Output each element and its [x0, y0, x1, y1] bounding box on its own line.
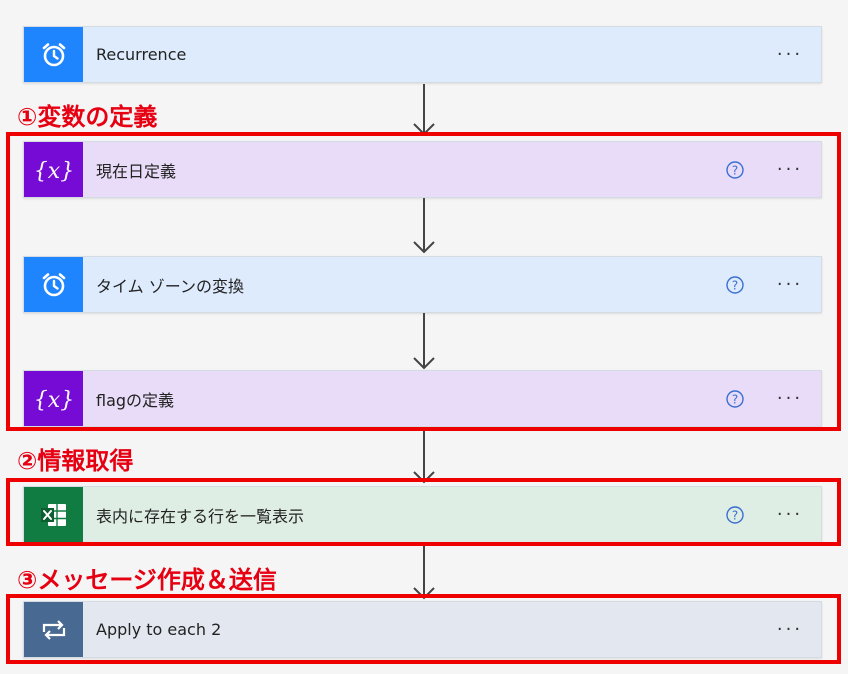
arrow-down-icon: [413, 313, 435, 370]
annotation-label-get-info: ②情報取得: [17, 447, 134, 475]
loop-icon: [42, 619, 65, 640]
more-options-button[interactable]: ···: [776, 44, 804, 65]
step-title: Apply to each 2: [96, 620, 222, 639]
svg-text:?: ?: [732, 508, 738, 522]
flow-step-recurrence[interactable]: Recurrence ···: [23, 26, 822, 83]
excel-icon: [40, 503, 66, 526]
step-title: 表内に存在する行を一覧表示: [96, 506, 305, 526]
alarm-clock-icon: [42, 272, 65, 296]
alarm-clock-icon: [42, 42, 65, 66]
step-title: flagの定義: [96, 390, 175, 410]
arrow-down-icon: [413, 84, 435, 136]
svg-text:{x}: {x}: [33, 388, 73, 413]
step-title: Recurrence: [96, 45, 187, 64]
step-icon-container: [24, 602, 83, 657]
svg-text:{x}: {x}: [33, 159, 73, 184]
help-icon: ?: [726, 505, 744, 524]
help-button[interactable]: ?: [725, 275, 745, 295]
svg-text:?: ?: [732, 392, 738, 406]
flow-step-current-date[interactable]: {x} 現在日定義 ? ···: [23, 141, 822, 198]
step-title: タイム ゾーンの変換: [96, 276, 244, 296]
step-title: 現在日定義: [96, 161, 177, 181]
help-icon: ?: [726, 389, 744, 408]
annotation-label-message-send: ③メッセージ作成＆送信: [17, 566, 277, 594]
svg-text:?: ?: [732, 278, 738, 292]
flow-step-apply-to-each[interactable]: Apply to each 2 ···: [23, 601, 822, 658]
variable-icon: {x}: [33, 388, 73, 413]
step-icon-container: [24, 487, 83, 542]
step-icon-container: {x}: [24, 142, 83, 197]
variable-icon: {x}: [33, 159, 73, 184]
arrow-down-icon: [413, 198, 435, 254]
flow-step-excel-list-rows[interactable]: 表内に存在する行を一覧表示 ? ···: [23, 486, 822, 543]
help-icon: ?: [726, 275, 744, 294]
step-icon-container: [24, 27, 83, 82]
help-button[interactable]: ?: [725, 389, 745, 409]
arrow-down-icon: [413, 427, 435, 484]
more-options-button[interactable]: ···: [776, 388, 804, 409]
step-icon-container: {x}: [24, 371, 83, 426]
svg-text:?: ?: [732, 163, 738, 177]
more-options-button[interactable]: ···: [776, 619, 804, 640]
help-button[interactable]: ?: [725, 160, 745, 180]
flow-step-flag-definition[interactable]: {x} flagの定義 ? ···: [23, 370, 822, 427]
more-options-button[interactable]: ···: [776, 274, 804, 295]
more-options-button[interactable]: ···: [776, 159, 804, 180]
annotation-label-variable-definition: ①変数の定義: [17, 103, 158, 131]
flow-step-timezone-convert[interactable]: タイム ゾーンの変換 ? ···: [23, 256, 822, 313]
more-options-button[interactable]: ···: [776, 504, 804, 525]
help-icon: ?: [726, 160, 744, 179]
help-button[interactable]: ?: [725, 505, 745, 525]
step-icon-container: [24, 257, 83, 312]
arrow-down-icon: [413, 543, 435, 600]
